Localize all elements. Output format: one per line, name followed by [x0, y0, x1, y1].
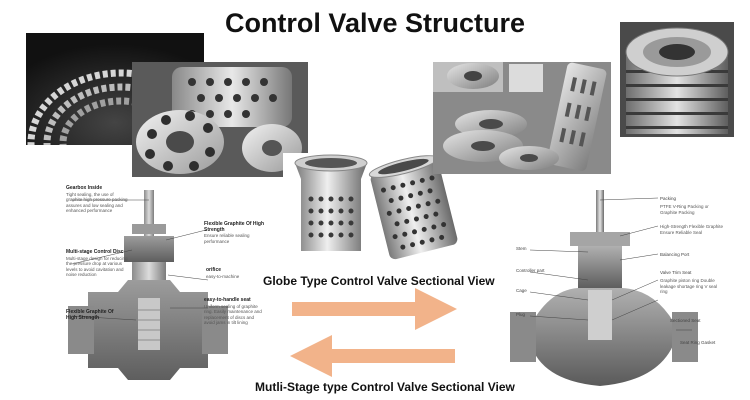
- photo-center-cages: [283, 153, 461, 265]
- label-ptfe-packing: PTFE V-Ring Packing or Graphite Packing: [660, 204, 709, 215]
- label-seat-ring-gasket: Seat Ring Gasket: [680, 340, 716, 345]
- photo-perforated-parts: [132, 62, 308, 177]
- label-controller-part: Controller part: [516, 268, 545, 273]
- label-sectioned-seat: Sectioned Seat: [670, 318, 701, 323]
- label-balancing-port: Balancing Port: [660, 252, 690, 257]
- label-stem: Stem: [516, 246, 527, 251]
- photo-trim-parts: [433, 62, 611, 174]
- label-cage: Cage: [516, 288, 527, 293]
- label-piston-ring: Graphite piston ring Double leakage shor…: [660, 278, 718, 294]
- arrow-right-icon: [292, 288, 457, 330]
- label-packing: Packing: [660, 196, 677, 201]
- caption-globe-type: Globe Type Control Valve Sectional View: [263, 274, 495, 288]
- caption-multi-stage-type: Mutli-Stage type Control Valve Sectional…: [255, 380, 515, 394]
- photo-stacked-discs: [620, 22, 734, 137]
- callout-left-6: Flexible Graphite Of High Strength: [66, 309, 114, 321]
- diagram-globe-valve: [58, 180, 278, 392]
- arrow-left-icon: [290, 335, 455, 377]
- diagram-multistage-valve: [508, 180, 730, 392]
- page-title: Control Valve Structure: [224, 8, 526, 38]
- label-valve-trim-seat: Valve Trim Seat: [660, 270, 692, 275]
- label-flexible-graphite: High-Strength Flexible Graphite Ensure R…: [660, 224, 724, 235]
- label-plug: Plug: [516, 312, 526, 317]
